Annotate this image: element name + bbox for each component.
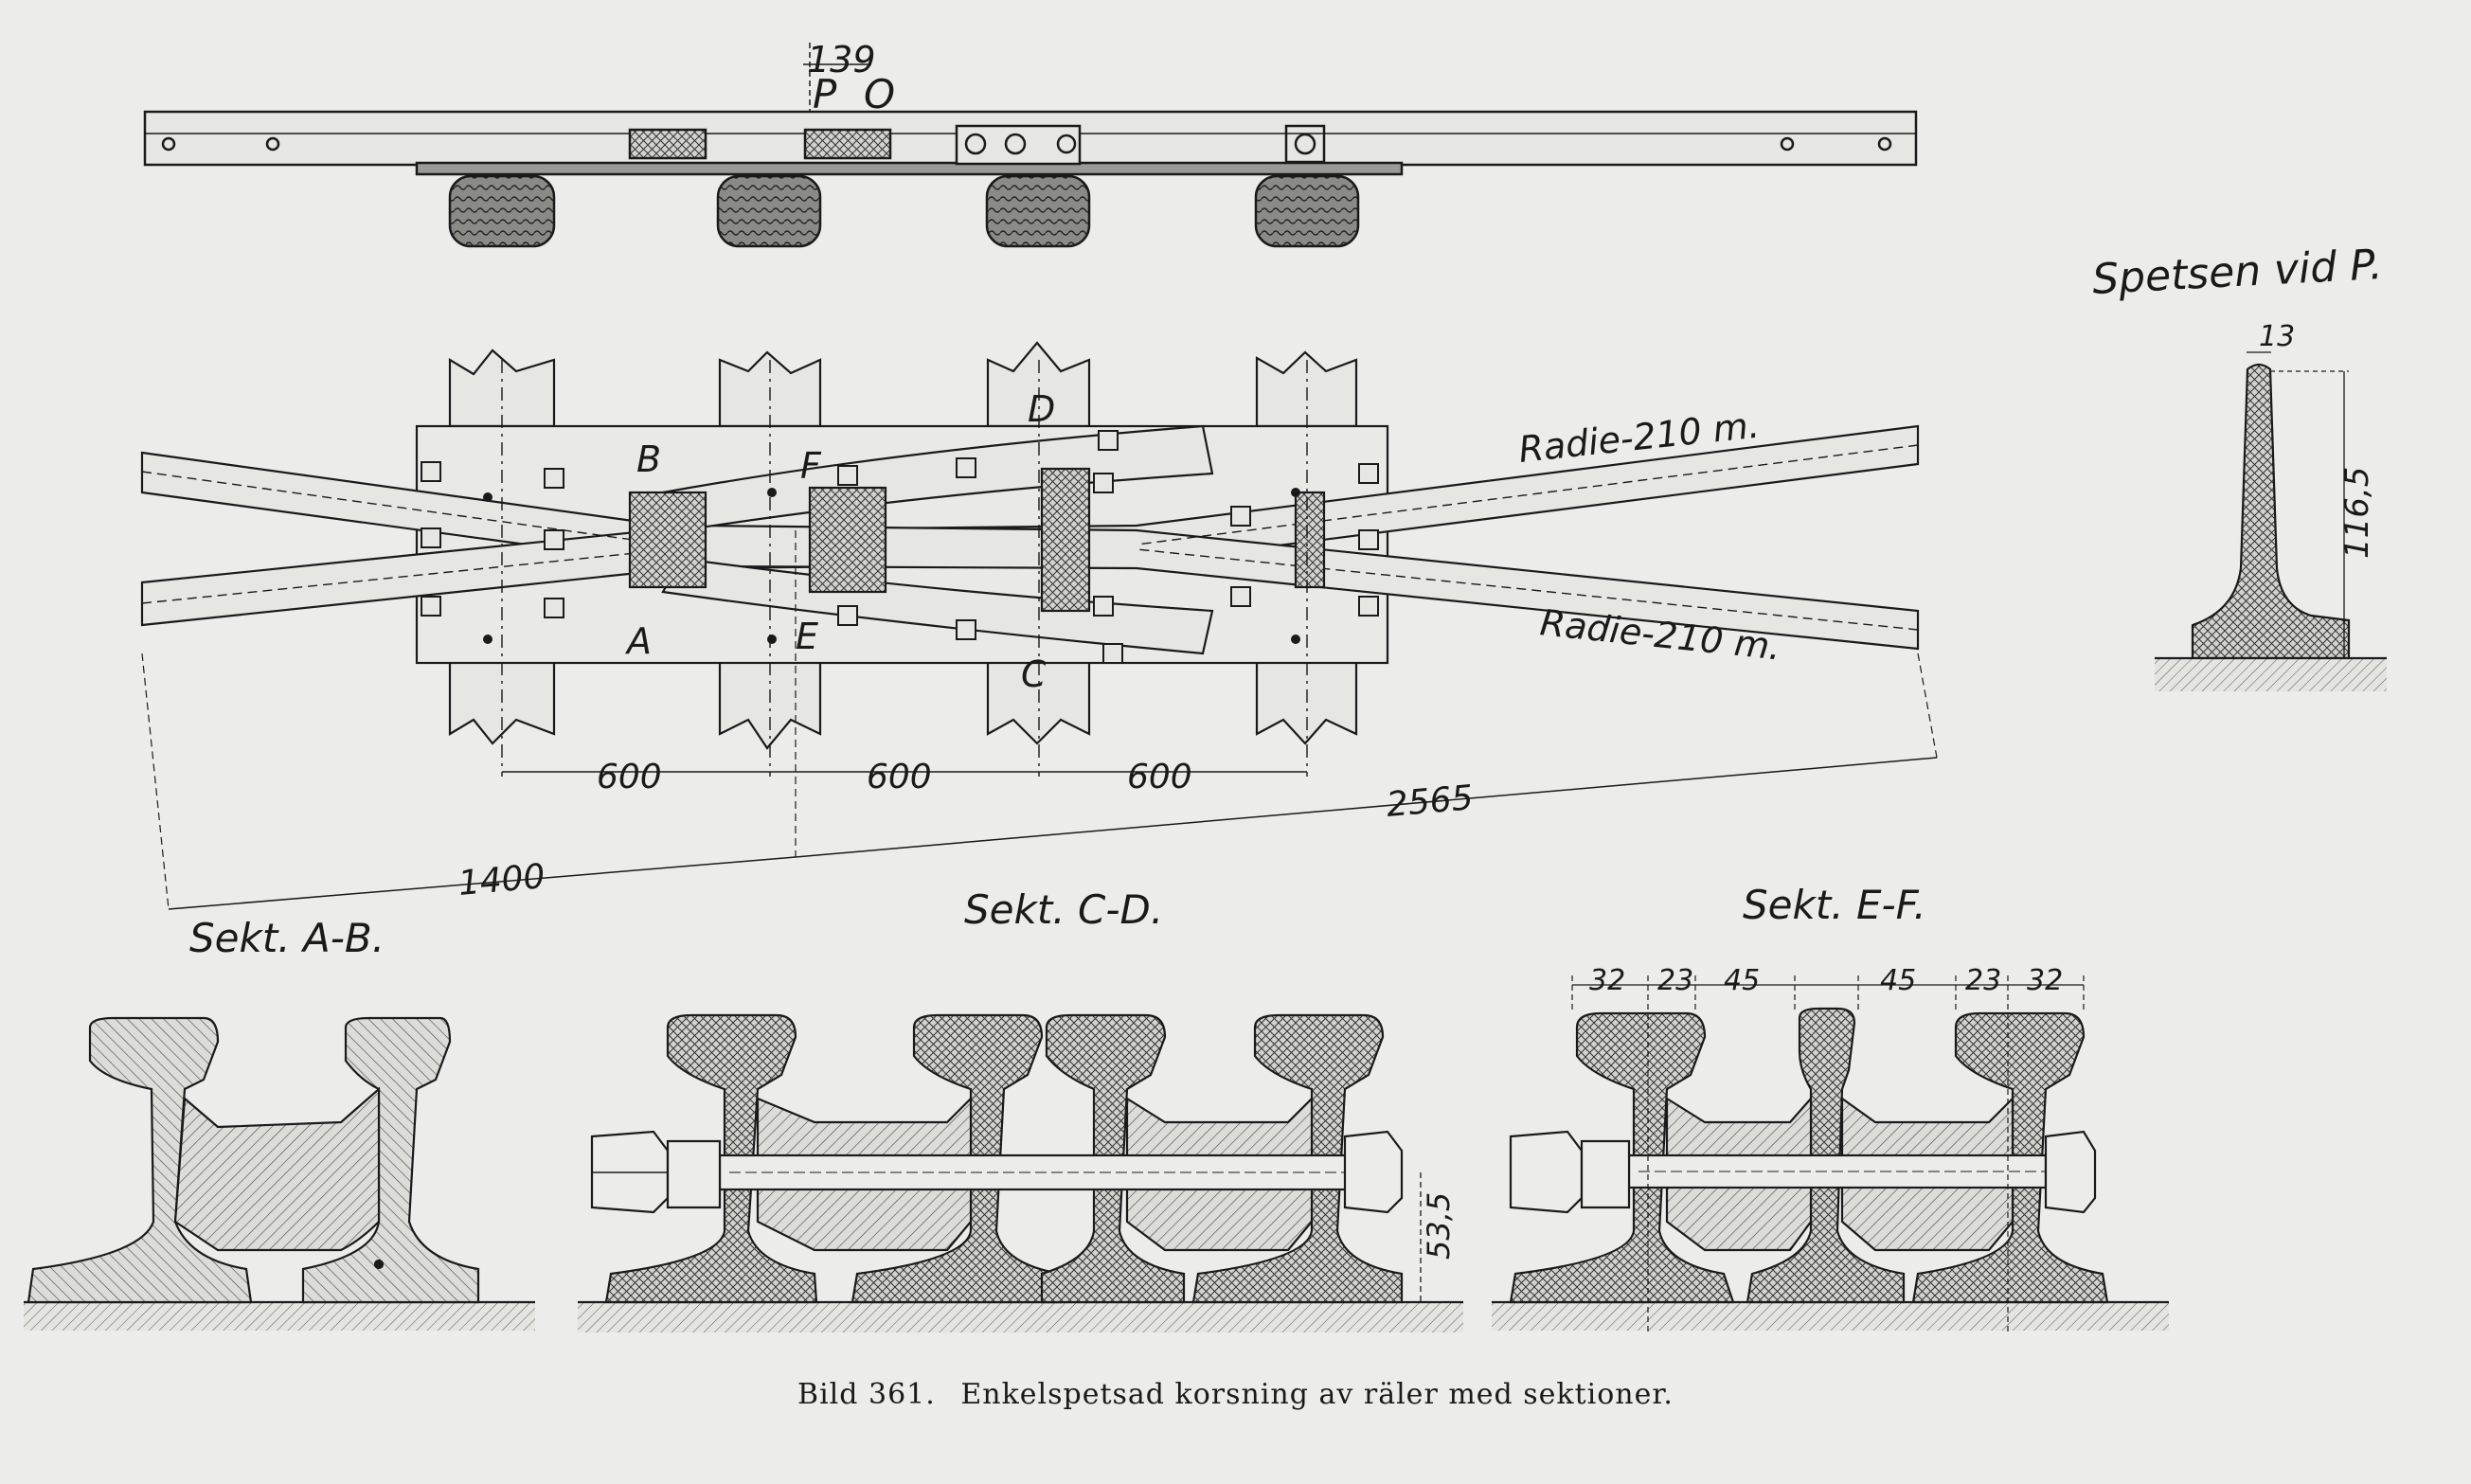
figure-caption-text: Enkelspetsad korsning av räler med sekti… xyxy=(960,1378,1674,1411)
section-letter-a: A xyxy=(624,620,652,662)
top-dim-139: 139 xyxy=(807,39,876,80)
spacing-600-1: 600 xyxy=(597,758,662,796)
dim-line-2565 xyxy=(795,757,1938,858)
ef-dim-32-right: 32 xyxy=(2027,964,2063,997)
section-letter-c: C xyxy=(1021,653,1047,695)
spacing-600-2: 600 xyxy=(867,758,932,796)
top-side-view xyxy=(143,43,1918,248)
spacer-block-4 xyxy=(1294,491,1326,589)
section-ef xyxy=(1492,975,2169,1335)
plan-view xyxy=(140,341,1938,910)
tip-width-13: 13 xyxy=(2259,320,2295,353)
figure-caption: Bild 361. Enkelspetsad korsning av räler… xyxy=(0,1378,2471,1411)
bolt-group xyxy=(955,124,1082,166)
section-ab xyxy=(24,1016,535,1331)
spacing-600-3: 600 xyxy=(1127,758,1192,796)
spacer-block-3 xyxy=(1040,467,1091,613)
section-ef-title: Sekt. E-F. xyxy=(1743,882,1926,928)
point-label-p: P xyxy=(813,71,837,117)
spacer-block-2 xyxy=(808,486,887,594)
section-letter-f: F xyxy=(800,445,822,487)
point-height-1165: 116,5 xyxy=(2338,467,2376,559)
fishplate-1 xyxy=(628,128,707,160)
section-cd-title: Sekt. C-D. xyxy=(964,886,1163,933)
sleeper-end-3 xyxy=(985,174,1091,248)
section-cd xyxy=(578,1013,1463,1332)
ef-dim-32-left: 32 xyxy=(1589,964,1625,997)
section-letter-b: B xyxy=(636,438,661,480)
point-detail-title: Spetsen vid P. xyxy=(2091,241,2384,304)
figure-number: Bild 361. xyxy=(797,1378,936,1411)
spikes xyxy=(421,430,1379,664)
total-length-2565: 2565 xyxy=(1385,778,1475,825)
section-letter-d: D xyxy=(1028,388,1055,430)
point-label-o: O xyxy=(864,71,895,117)
partial-length-1400: 1400 xyxy=(457,857,546,903)
base-plate xyxy=(415,161,1404,176)
section-ab-title: Sekt. A-B. xyxy=(189,915,385,961)
bolt-box xyxy=(1284,124,1326,164)
sleeper-end-4 xyxy=(1254,174,1360,248)
dim-line-1400 xyxy=(168,856,797,910)
sleeper-end-2 xyxy=(716,174,822,248)
point-detail xyxy=(2155,351,2387,691)
bolt-height-535: 53,5 xyxy=(1421,1192,1457,1260)
ef-dim-23-right: 23 xyxy=(1965,964,2001,997)
ef-dim-23-left: 23 xyxy=(1657,964,1693,997)
fishplate-2 xyxy=(803,128,892,160)
ef-dim-45-right: 45 xyxy=(1880,964,1916,997)
sleeper-end-1 xyxy=(448,174,556,248)
ef-dim-45-left: 45 xyxy=(1724,964,1760,997)
spacer-block-1 xyxy=(628,491,707,589)
section-letter-e: E xyxy=(796,616,818,657)
